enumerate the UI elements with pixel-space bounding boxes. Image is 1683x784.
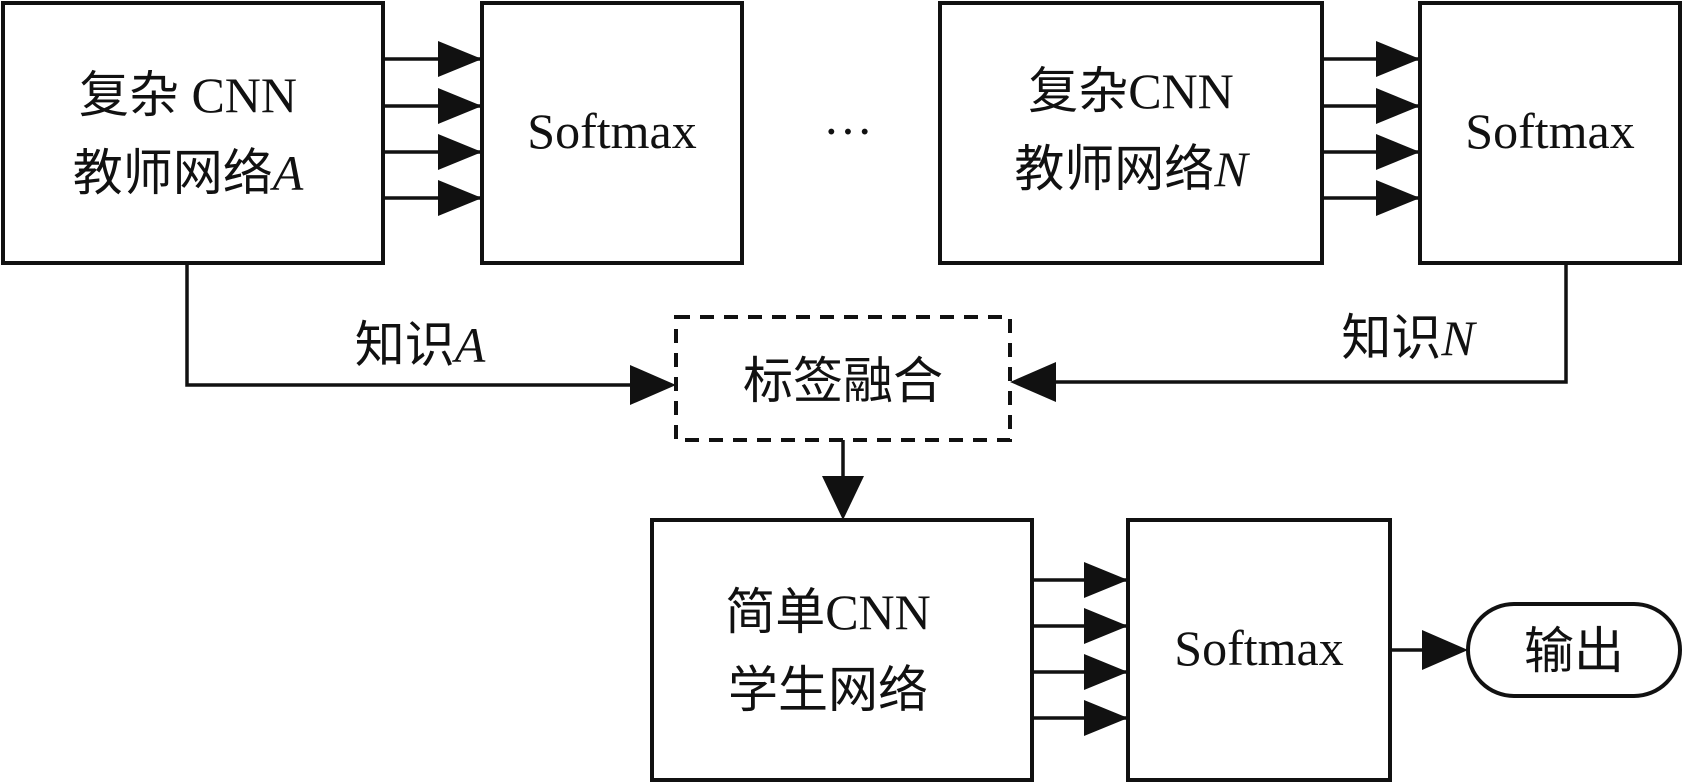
teacher-a-softmax-arrows (383, 41, 482, 216)
student-line1: 简单CNN (725, 584, 931, 640)
student-softmax-label: Softmax (1174, 620, 1343, 676)
softmax-a-box (480, 1, 744, 265)
softmax-n-label: Softmax (1465, 103, 1634, 159)
teacher-n-line1: 复杂CNN (1028, 63, 1234, 119)
knowledge-a-label: 知识A (355, 317, 486, 373)
label-fusion-label: 标签融合 (743, 353, 943, 409)
softmax-output-arrow (1390, 630, 1468, 670)
arrowhead-n-3 (1376, 134, 1420, 170)
knowledge-a-arrowhead (630, 365, 676, 405)
arrowhead-n-2 (1376, 88, 1420, 124)
fusion-student-arrow (822, 440, 864, 520)
knowledge-n-arrowhead (1010, 362, 1056, 402)
knowledge-a-prefix: 知识 (355, 317, 455, 373)
arrowhead-a-4 (438, 180, 482, 216)
teacher-a-box (1, 1, 385, 265)
arrowhead-a-1 (438, 41, 482, 77)
teacher-a-line2-prefix: 教师网络 (73, 145, 273, 201)
output-label: 输出 (1524, 623, 1624, 679)
teacher-n-line2-var: N (1213, 141, 1250, 197)
knowledge-n-line (1026, 263, 1568, 384)
knowledge-a-connector (185, 263, 676, 405)
teacher-n-line2: 教师网络N (1014, 141, 1250, 197)
teacher-a-line2-var: A (270, 145, 304, 201)
arrowhead-s-2 (1084, 608, 1128, 644)
softmax-output-arrowhead (1422, 630, 1468, 670)
output-terminal (1466, 602, 1682, 698)
knowledge-a-var: A (452, 317, 486, 373)
arrowhead-a-2 (438, 88, 482, 124)
arrowhead-n-4 (1376, 180, 1420, 216)
arrowhead-n-1 (1376, 41, 1420, 77)
teacher-n-box (938, 1, 1324, 265)
knowledge-n-connector (1010, 263, 1568, 402)
knowledge-n-prefix: 知识 (1341, 310, 1441, 366)
knowledge-n-var: N (1440, 310, 1477, 366)
teacher-n-softmax-arrows (1322, 41, 1420, 216)
ellipsis: ··· (823, 103, 873, 159)
knowledge-a-line (185, 263, 660, 387)
student-softmax-box (1126, 518, 1392, 782)
arrowhead-s-1 (1084, 562, 1128, 598)
student-box (650, 518, 1034, 782)
teacher-n-line2-prefix: 教师网络 (1014, 141, 1214, 197)
teacher-a-line1: 复杂 CNN (79, 67, 297, 123)
softmax-n-box (1418, 1, 1682, 265)
arrowhead-s-3 (1084, 654, 1128, 690)
label-fusion-box (674, 315, 1012, 442)
arrowhead-a-3 (438, 134, 482, 170)
student-softmax-arrows (1032, 562, 1128, 736)
student-line2: 学生网络 (728, 662, 928, 718)
fusion-student-arrowhead (822, 476, 864, 520)
knowledge-n-label: 知识N (1341, 310, 1477, 366)
softmax-a-label: Softmax (527, 103, 696, 159)
arrowhead-s-4 (1084, 700, 1128, 736)
teacher-a-line2: 教师网络A (73, 145, 304, 201)
